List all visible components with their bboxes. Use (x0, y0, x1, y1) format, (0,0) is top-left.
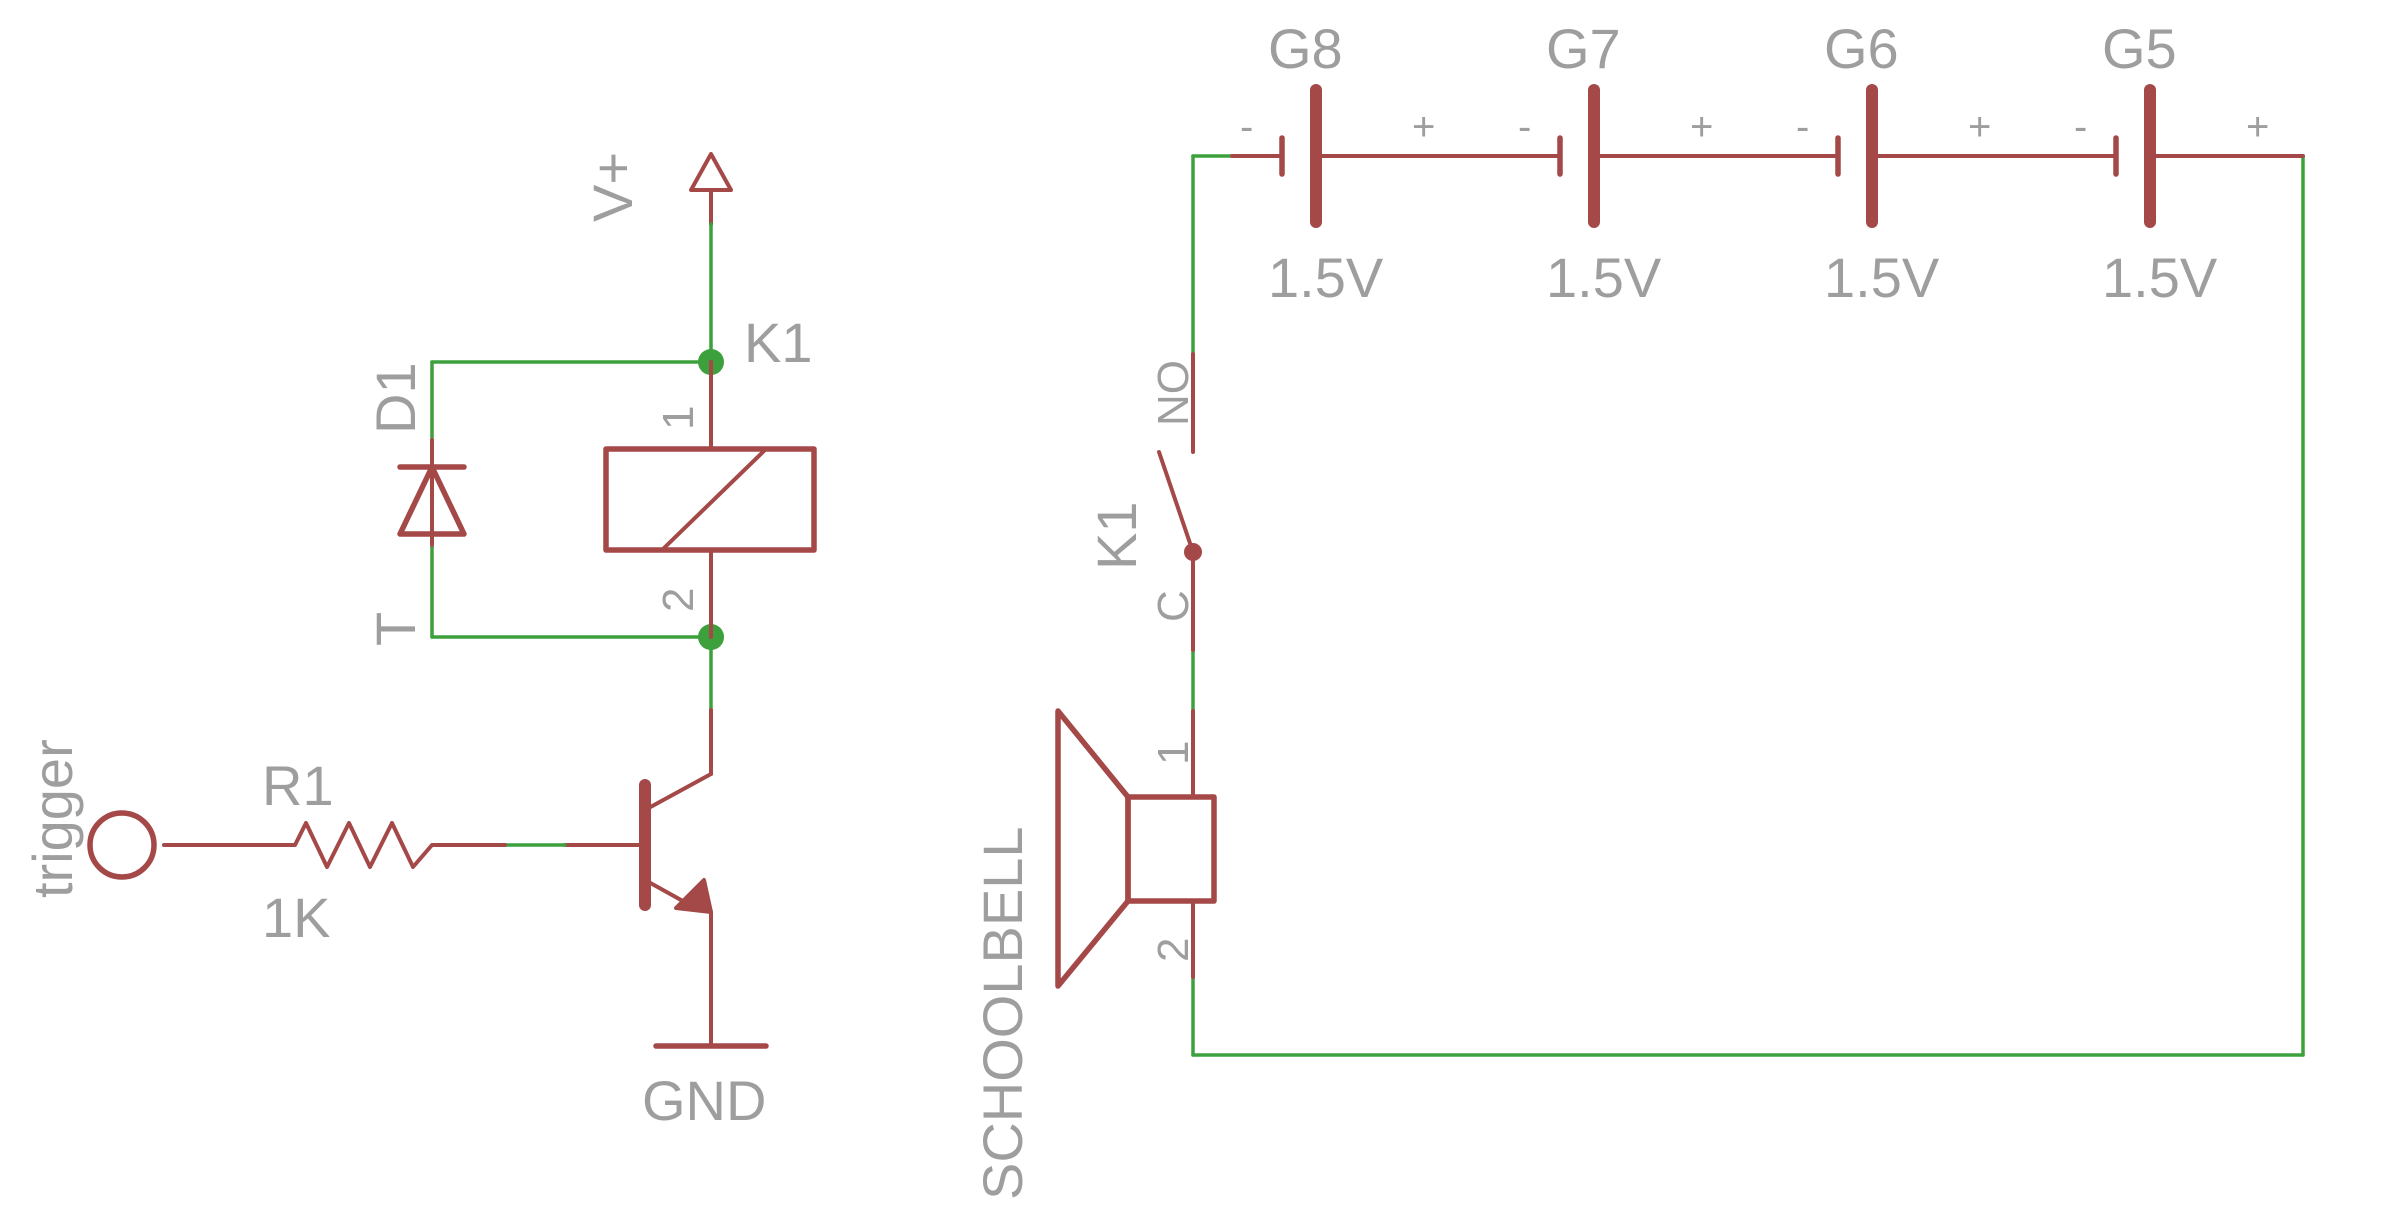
battery-g8 (1230, 84, 1512, 228)
diode-value-label: T (364, 612, 427, 646)
contact-c-label: C (1149, 590, 1198, 622)
contact-k1-label: K1 (1085, 502, 1148, 571)
battery-g5-name: G5 (2102, 17, 2177, 80)
trigger-terminal[interactable] (87, 810, 157, 880)
battery-g7-minus: - (1518, 105, 1531, 149)
battery-g8-minus: - (1240, 105, 1253, 149)
relay-driver-circuit: V+ K1 1 2 D1 T (21, 152, 817, 1132)
trigger-label: trigger (21, 739, 84, 898)
battery-g8-name: G8 (1268, 17, 1343, 80)
diode-d1-label: D1 (364, 362, 427, 434)
battery-g5 (2064, 84, 2305, 228)
battery-g7 (1508, 84, 1790, 228)
bell-pin2-label: 2 (1149, 938, 1198, 962)
relay-pin1-label: 1 (654, 406, 703, 430)
battery-g5-minus: - (2074, 105, 2087, 149)
bell-circuit: G8 G7 G6 G5 1.5V 1.5V 1.5V 1.5V - + - + … (971, 17, 2305, 1201)
npn-transistor (563, 708, 713, 1048)
relay-coil-k1 (603, 360, 817, 639)
bell-pin1-label: 1 (1149, 741, 1198, 765)
contact-no-label: NO (1149, 360, 1198, 426)
battery-g6-minus: - (1796, 105, 1809, 149)
battery-g6-name: G6 (1824, 17, 1899, 80)
battery-g7-name: G7 (1546, 17, 1621, 80)
battery-g8-plus: + (1412, 105, 1435, 149)
relay-pin2-label: 2 (654, 588, 703, 612)
resistor-r1 (162, 821, 507, 869)
resistor-value-label: 1K (262, 886, 331, 949)
relay-contact-k1 (1157, 352, 1202, 652)
battery-g5-plus: + (2246, 105, 2269, 149)
relay-k1-label: K1 (744, 311, 813, 374)
vplus-label: V+ (581, 152, 644, 222)
battery-g5-value: 1.5V (2102, 246, 2218, 309)
battery-g6-value: 1.5V (1824, 246, 1940, 309)
battery-g7-plus: + (1690, 105, 1713, 149)
battery-g6 (1786, 84, 2068, 228)
vplus-supply-symbol (689, 152, 733, 226)
battery-g7-value: 1.5V (1546, 246, 1662, 309)
bell-name-label: SCHOOLBELL (971, 827, 1034, 1201)
diode-d1 (397, 438, 467, 547)
school-bell-speaker (1055, 708, 1217, 989)
battery-g8-value: 1.5V (1268, 246, 1384, 309)
resistor-r1-label: R1 (262, 754, 334, 817)
battery-g6-plus: + (1968, 105, 1991, 149)
gnd-label: GND (642, 1069, 766, 1132)
